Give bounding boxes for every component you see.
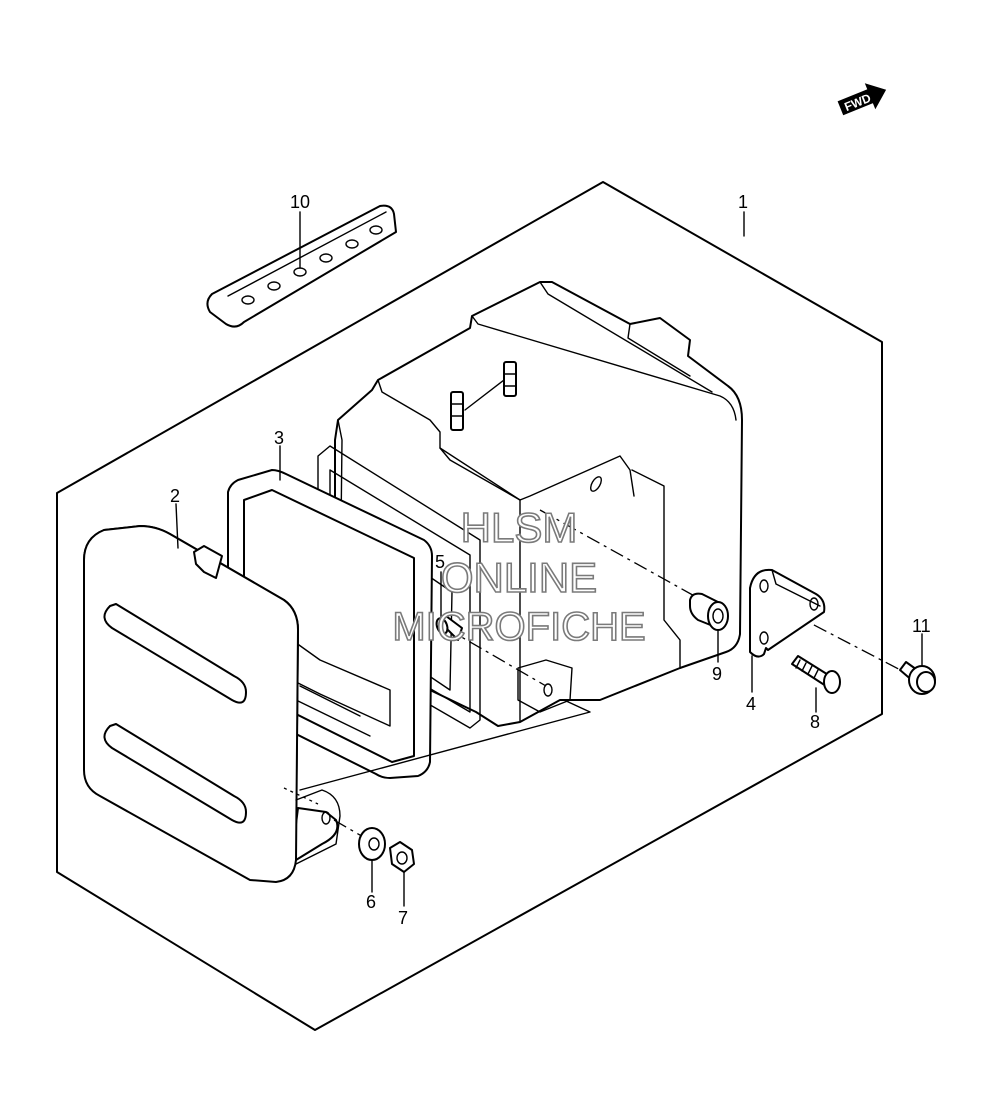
part-5-screw xyxy=(435,615,463,641)
part-7-nut xyxy=(389,841,415,873)
watermark-line-2: ONLINE xyxy=(441,554,597,601)
callout-2: 2 xyxy=(170,486,180,506)
screw-5-axis-line xyxy=(445,627,547,687)
callout-4: 4 xyxy=(746,694,756,714)
bolt-9-axis-line xyxy=(539,509,717,609)
fwd-label: FWD xyxy=(842,91,873,114)
leader-2 xyxy=(175,503,179,549)
callout-11: 11 xyxy=(912,616,931,636)
callout-9: 9 xyxy=(712,664,722,684)
part-2-lens xyxy=(83,525,341,883)
lens-mount-guide xyxy=(299,699,591,791)
part-4-bracket xyxy=(749,568,826,658)
callout-1: 1 xyxy=(738,192,748,212)
callout-3: 3 xyxy=(274,428,284,448)
callout-8: 8 xyxy=(810,712,820,732)
part-11-bolt xyxy=(899,661,936,695)
callout-6: 6 xyxy=(366,892,376,912)
assembly-boundary xyxy=(56,181,883,1031)
watermark-line-3: MICROFICHE xyxy=(392,605,645,649)
callout-7: 7 xyxy=(398,908,408,928)
watermark-line-1: HLSM xyxy=(461,504,578,551)
part-6-washer xyxy=(358,827,386,861)
part-10-strip xyxy=(206,204,397,328)
fwd-arrow-icon: FWD xyxy=(837,83,887,116)
callout-10: 10 xyxy=(290,192,310,212)
part-8-bolt xyxy=(791,655,841,694)
callout-5: 5 xyxy=(435,552,445,572)
part-1-housing xyxy=(317,281,743,729)
part-9-grommet xyxy=(689,592,729,631)
